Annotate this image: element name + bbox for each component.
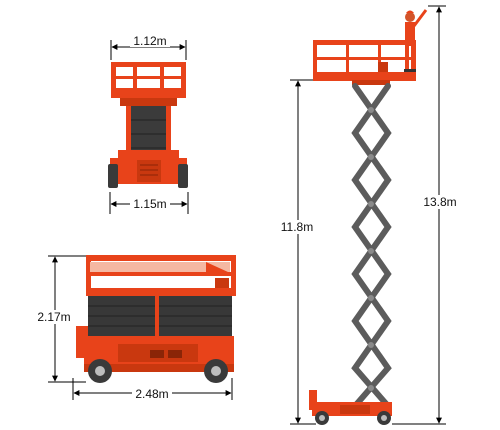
- side-height-dimension: 2.17m: [34, 255, 86, 383]
- front-chassis: [110, 150, 187, 184]
- front-top-width-label: 1.12m: [133, 34, 166, 48]
- front-right-wheel: [178, 164, 188, 188]
- front-guardrail: [111, 62, 186, 90]
- front-bottom-width-dimension: 1.15m: [109, 192, 189, 214]
- side-scissor-stack: [88, 296, 232, 336]
- front-platform-underside: [120, 98, 177, 106]
- side-front-wheel: [204, 359, 228, 383]
- extended-front-wheel: [377, 411, 391, 425]
- front-view: 1.12m: [108, 34, 189, 214]
- extended-guardrail: [313, 40, 416, 76]
- front-left-wheel: [108, 164, 118, 188]
- side-view: 2.17m: [34, 255, 236, 401]
- side-length-label: 2.48m: [135, 387, 168, 401]
- side-height-label: 2.17m: [37, 310, 70, 324]
- extended-chassis: [309, 390, 392, 416]
- platform-height-dimension: 11.8m: [274, 79, 320, 425]
- side-chassis: [76, 326, 234, 372]
- working-height-dimension: 13.8m: [392, 5, 462, 425]
- working-height-label: 13.8m: [423, 195, 456, 209]
- extended-scissor-pivots: [368, 107, 374, 391]
- extended-platform-mount: [352, 80, 390, 85]
- side-platform-deck: [86, 288, 236, 296]
- side-control-box: [215, 278, 229, 288]
- front-scissor-stack: [126, 106, 171, 158]
- side-rear-wheel: [88, 359, 112, 383]
- side-length-dimension: 2.48m: [72, 378, 233, 401]
- side-guardrail: [86, 255, 236, 293]
- front-platform-deck: [111, 88, 186, 98]
- front-top-width-dimension: 1.12m: [110, 34, 187, 60]
- platform-height-label: 11.8m: [281, 220, 313, 234]
- extended-view: 11.8m 13.8m: [274, 5, 462, 425]
- extended-platform-deck: [313, 72, 416, 81]
- extended-scissor-arms: [351, 83, 392, 409]
- extended-rear-wheel: [315, 411, 329, 425]
- front-bottom-width-label: 1.15m: [133, 197, 166, 211]
- worker-figure: [404, 9, 428, 72]
